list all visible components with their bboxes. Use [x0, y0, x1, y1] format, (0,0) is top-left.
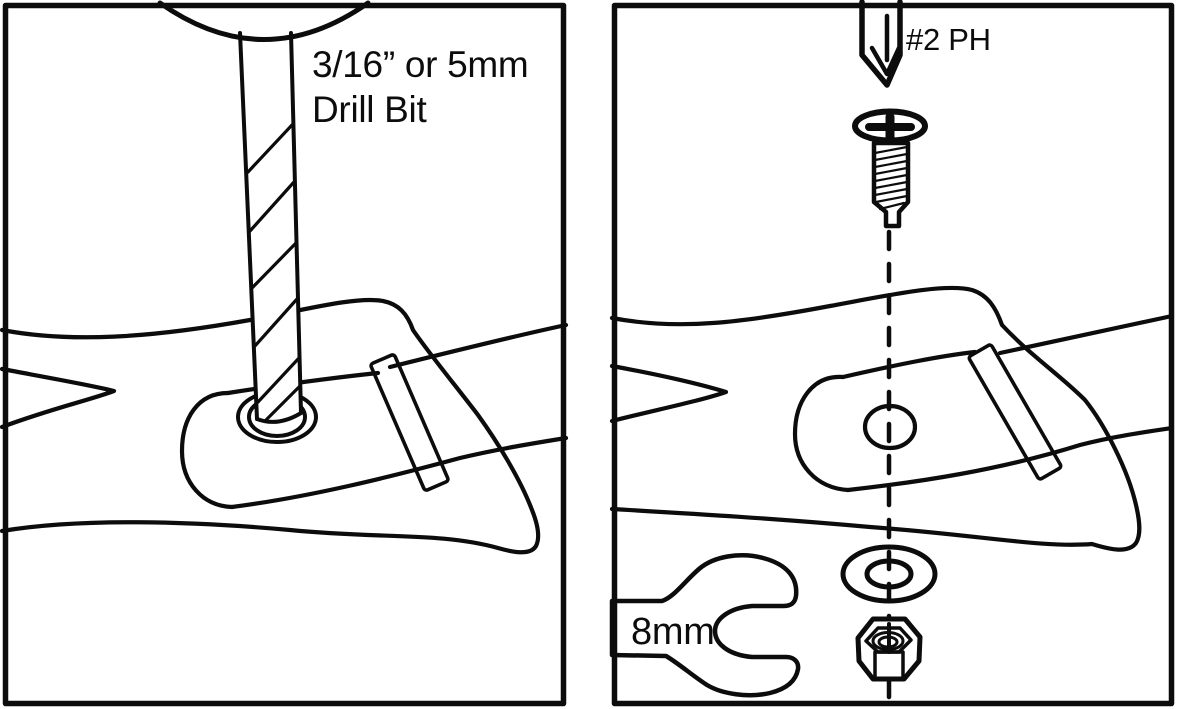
- drill-bit-label-line2: Drill Bit: [312, 89, 427, 131]
- drill-bit-icon: [238, 31, 303, 424]
- drill-bit-flutes: [246, 123, 301, 422]
- phillips-cross-icon: [865, 112, 915, 143]
- phillips-screw-icon: [852, 108, 928, 229]
- right-panel-drawing: [609, 0, 1175, 701]
- frame-strap-icon: [609, 285, 1175, 552]
- driver-bit-label: #2 PH: [906, 22, 991, 57]
- left-panel-drawing: [0, 0, 569, 555]
- mounting-slot-icon: [369, 353, 450, 492]
- mounting-pad-icon: [179, 370, 569, 510]
- open-end-wrench-icon: [609, 553, 801, 698]
- mounting-slot-icon: [967, 343, 1063, 481]
- washer-icon: [840, 544, 938, 604]
- drill-chuck-icon: [157, 0, 371, 42]
- arrow-down-icon: [869, 13, 902, 77]
- wrench-size-label: 8mm: [631, 611, 715, 653]
- screw-threads: [873, 145, 909, 211]
- pilot-hole-icon: [862, 403, 918, 451]
- mounting-pad-icon: [792, 349, 1175, 493]
- drill-bit-label: 3/16” or 5mm Drill Bit: [312, 42, 529, 132]
- lock-nut-icon: [855, 616, 923, 682]
- right-panel-border: [611, 2, 1175, 707]
- drill-bit-label-line1: 3/16” or 5mm: [312, 44, 529, 85]
- screwdriver-bit-icon: [859, 0, 903, 88]
- left-panel-border: [2, 2, 567, 707]
